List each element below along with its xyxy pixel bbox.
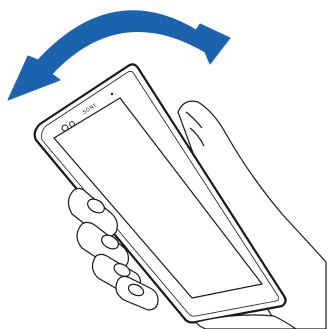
sensor-dot-icon [111, 93, 113, 95]
